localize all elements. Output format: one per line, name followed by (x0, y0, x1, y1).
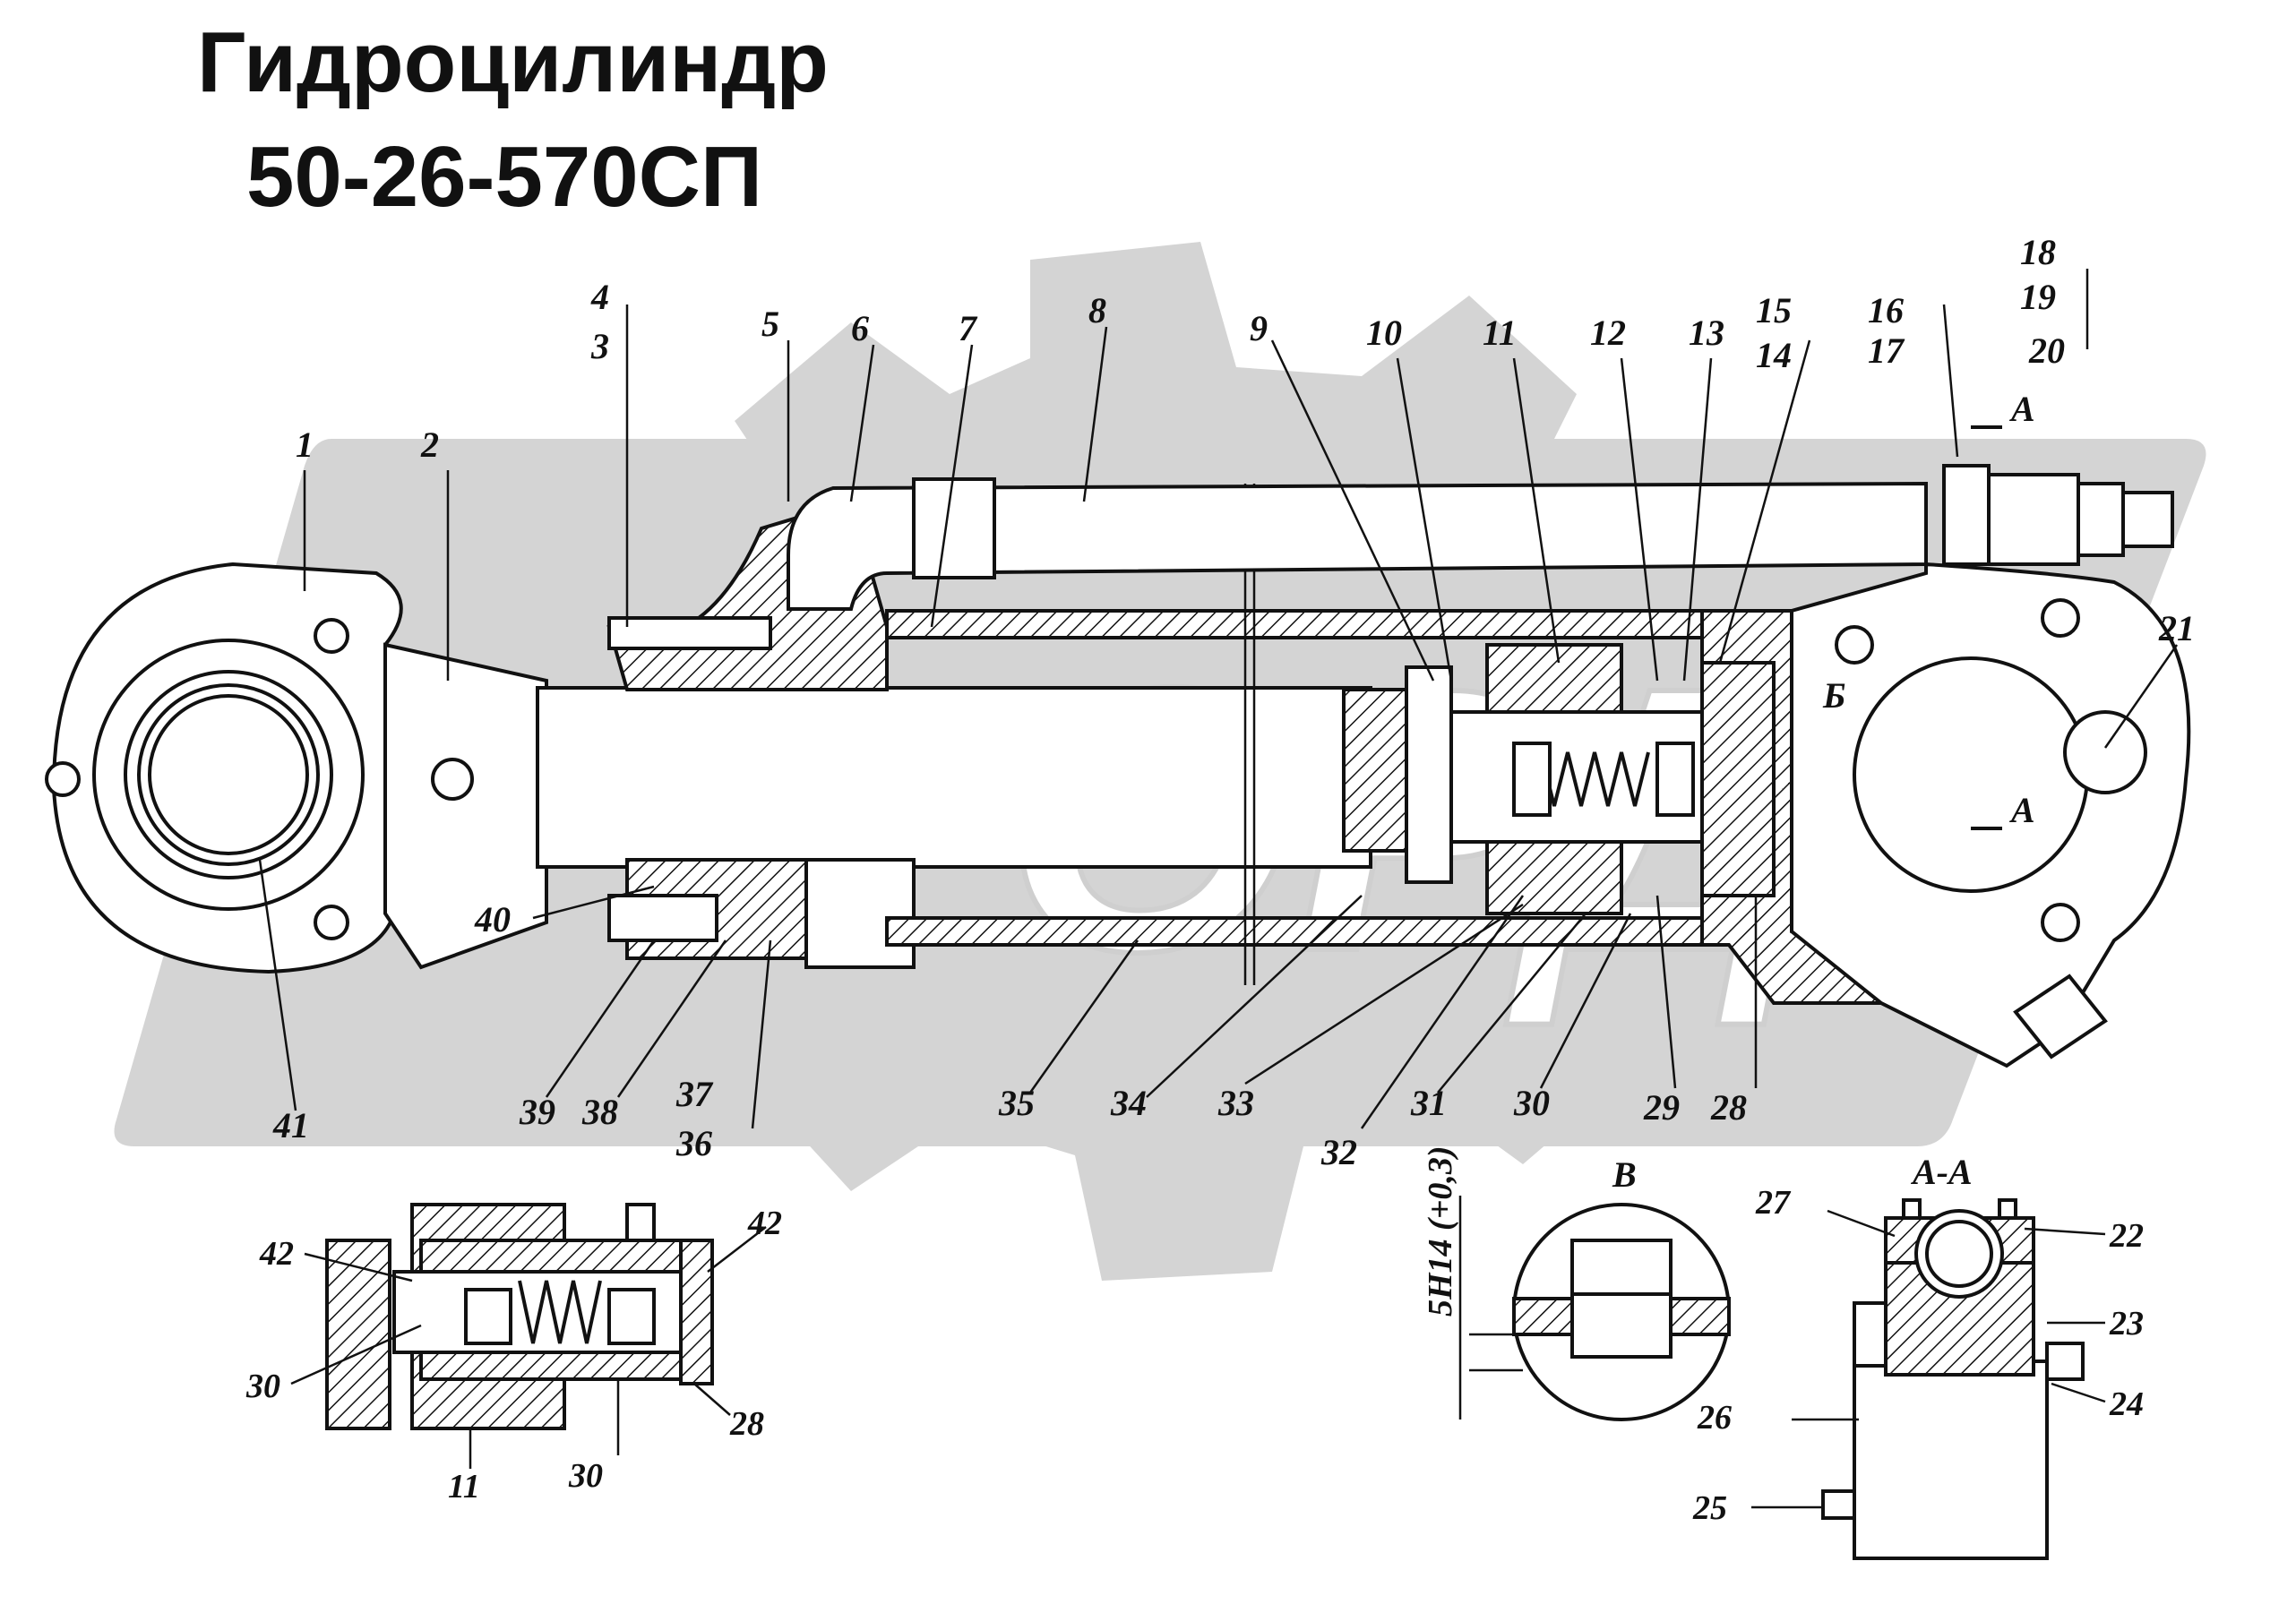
callout-40: 40 (474, 899, 511, 939)
leader-lines (258, 269, 2179, 1129)
detail-callout-11: 11 (448, 1468, 480, 1505)
piston-assembly (1342, 643, 1776, 915)
detail-callout-28: 28 (729, 1405, 764, 1443)
section-b-mark: Б (1822, 675, 1845, 716)
detail-callout-42-left: 42 (259, 1235, 294, 1273)
callout-6: 6 (851, 308, 869, 348)
callout-30: 30 (1513, 1083, 1550, 1123)
callout-11: 11 (1483, 313, 1517, 353)
detail-callout-42-right: 42 (747, 1205, 782, 1242)
section-callout-22: 22 (2109, 1217, 2144, 1255)
callout-18: 18 (2020, 232, 2056, 272)
callout-29: 29 (1643, 1087, 1680, 1128)
left-mount-flange (45, 562, 548, 974)
callout-1: 1 (296, 425, 314, 465)
diagram-model-number: 50-26-570СП (246, 129, 762, 225)
section-markers: А А Б (1822, 389, 2035, 830)
detail-left-callouts: 42 42 30 11 30 28 (245, 1205, 782, 1505)
callout-33: 33 (1217, 1083, 1254, 1123)
callout-19: 19 (2020, 277, 2056, 317)
section-callout-23: 23 (2109, 1305, 2144, 1342)
section-callout-24: 24 (2109, 1385, 2144, 1423)
callout-37: 37 (675, 1074, 714, 1114)
diagram-title: Гидроцилиндр (197, 14, 829, 110)
callout-34: 34 (1110, 1083, 1147, 1123)
callout-4: 4 (590, 277, 609, 317)
section-a-bottom: А (2008, 790, 2035, 830)
main-callouts: 1 2 3 4 5 6 7 8 9 10 11 12 13 14 15 16 1… (272, 232, 2195, 1172)
section-callout-25: 25 (1692, 1489, 1727, 1527)
callout-3: 3 (590, 326, 609, 366)
detail-v-title: В (1612, 1154, 1637, 1195)
callout-14: 14 (1756, 335, 1792, 375)
callout-21: 21 (2158, 608, 2195, 648)
callout-39: 39 (519, 1092, 555, 1132)
section-a-top: А (2008, 389, 2035, 429)
callout-2: 2 (420, 425, 439, 465)
callout-8: 8 (1088, 290, 1106, 330)
detail-callout-30-left: 30 (245, 1368, 280, 1405)
piston-rod (536, 686, 1372, 869)
callout-31: 31 (1410, 1083, 1447, 1123)
callout-10: 10 (1366, 313, 1402, 353)
callout-20: 20 (2028, 330, 2065, 371)
callout-35: 35 (998, 1083, 1035, 1123)
section-view-aa: А-А 27 22 23 24 25 (1692, 1152, 2144, 1560)
callout-32: 32 (1320, 1132, 1357, 1172)
section-callout-27: 27 (1755, 1184, 1792, 1222)
callout-41: 41 (272, 1105, 309, 1145)
callout-28: 28 (1710, 1087, 1747, 1128)
rear-mount-eye (1790, 562, 2191, 1068)
callout-7: 7 (959, 308, 978, 348)
detail-view-v: В 5Н14 (+0,3) 26 (1422, 1145, 1732, 1437)
callout-5: 5 (761, 304, 779, 344)
detail-callout-30-bottom: 30 (568, 1457, 603, 1495)
callout-38: 38 (581, 1092, 618, 1132)
callout-16: 16 (1868, 290, 1904, 330)
callout-36: 36 (675, 1123, 712, 1163)
section-aa-title: А-А (1910, 1152, 1973, 1192)
detail-piston-valve (290, 1203, 767, 1469)
callout-15: 15 (1756, 290, 1792, 330)
detail-callout-26: 26 (1697, 1399, 1732, 1437)
callout-13: 13 (1689, 313, 1724, 353)
dimension-tolerance: 5Н14 (+0,3) (1422, 1145, 1459, 1317)
callout-9: 9 (1250, 308, 1268, 348)
callout-17: 17 (1868, 330, 1905, 371)
external-pipe (787, 464, 2174, 611)
callout-12: 12 (1590, 313, 1626, 353)
